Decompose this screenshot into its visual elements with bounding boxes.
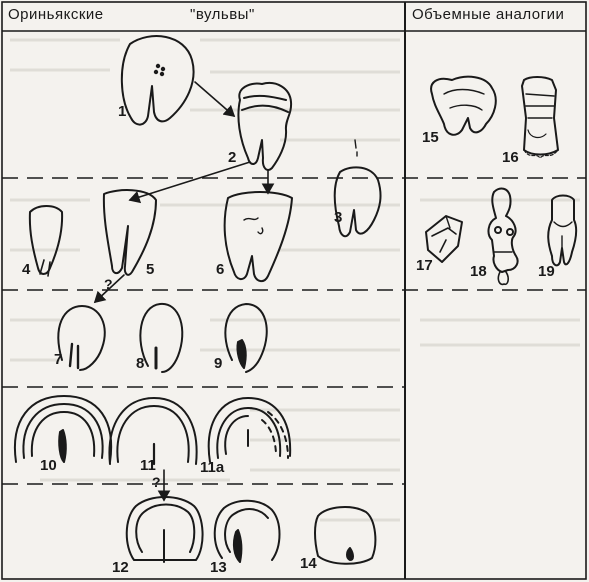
figure-number: 1 xyxy=(118,104,126,119)
figure-1-vulva-outline xyxy=(122,36,194,125)
figure-number: 3 xyxy=(334,210,342,225)
figure-4-vulva-outline xyxy=(30,206,62,276)
figure-16-volumetric-analogue xyxy=(522,77,558,158)
figure-19-volumetric-analogue xyxy=(548,196,576,266)
figure-17-volumetric-analogue xyxy=(426,216,462,262)
figure-number: 19 xyxy=(538,264,555,279)
uncertainty-mark: ? xyxy=(152,474,161,490)
figure-7-vulva-outline xyxy=(58,306,104,370)
figure-11a-vulva-outline xyxy=(209,398,290,462)
figure-number: 11 xyxy=(140,458,156,473)
figure-number: 11a xyxy=(200,460,224,475)
figure-number: 18 xyxy=(470,264,487,279)
figure-number: 12 xyxy=(112,560,129,575)
figure-11-vulva-outline xyxy=(109,398,196,464)
figure-number: 8 xyxy=(136,356,144,371)
figure-number: 17 xyxy=(416,258,433,273)
figure-number: 9 xyxy=(214,356,222,371)
figure-10-vulva-outline xyxy=(15,396,111,462)
figure-number: 2 xyxy=(228,150,236,165)
figure-14-vulva-outline xyxy=(315,507,375,564)
figure-2-vulva-outline xyxy=(238,83,291,170)
figure-8-vulva-outline xyxy=(140,304,182,372)
row-separators xyxy=(2,178,586,484)
figure-number: 15 xyxy=(422,130,439,145)
figure-number: 13 xyxy=(210,560,227,575)
figure-number: 4 xyxy=(22,262,30,277)
figure-9-vulva-outline xyxy=(225,304,266,372)
header-left-title: Ориньякские xyxy=(8,6,104,23)
figure-13-vulva-outline xyxy=(215,501,280,562)
header-right-title: Объемные аналогии xyxy=(412,6,564,23)
figure-18-volumetric-analogue xyxy=(489,189,518,285)
figure-number: 10 xyxy=(40,458,57,473)
header-middle-title: "вульвы" xyxy=(190,6,255,23)
figure-15-volumetric-analogue xyxy=(431,77,496,135)
figure-number: 7 xyxy=(54,352,62,367)
figure-number: 16 xyxy=(502,150,519,165)
figure-12-vulva-outline xyxy=(127,497,203,562)
figure-number: 5 xyxy=(146,262,154,277)
uncertainty-mark: ? xyxy=(104,276,113,292)
figure-number: 6 xyxy=(216,262,224,277)
figure-number: 14 xyxy=(300,556,317,571)
